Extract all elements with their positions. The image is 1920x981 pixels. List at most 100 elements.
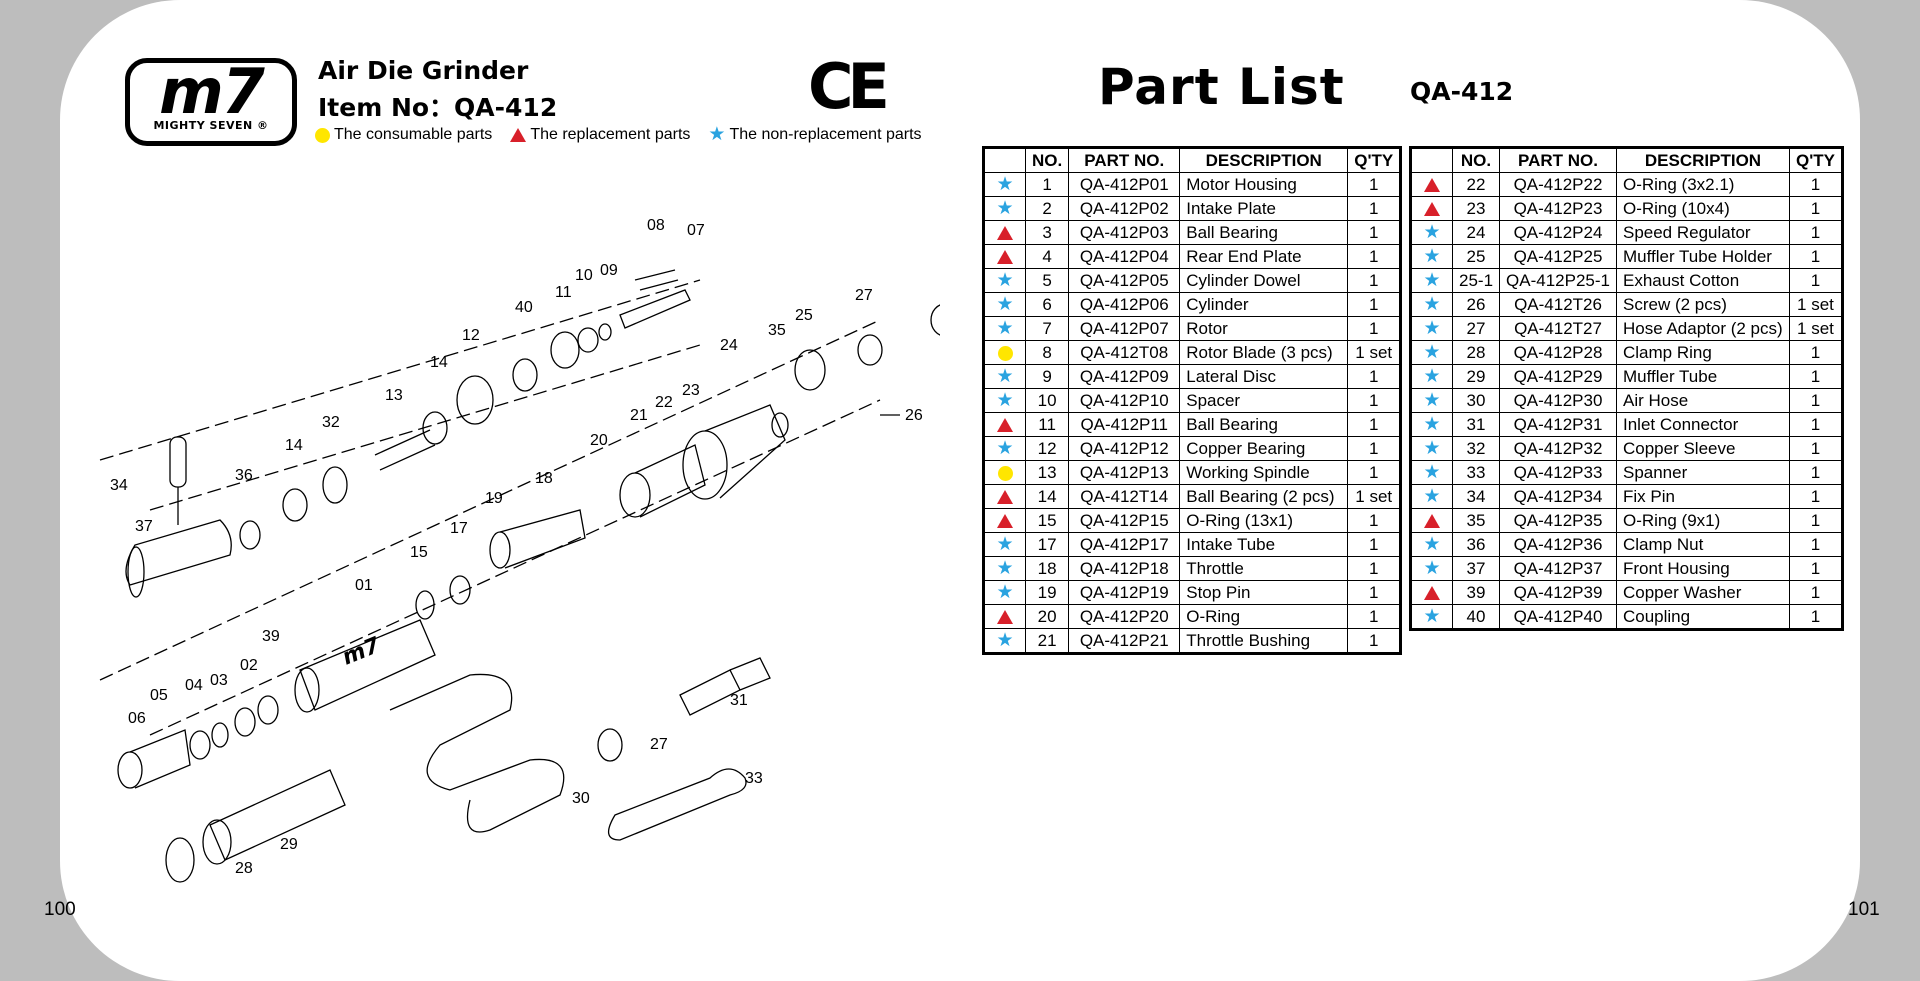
- ce-mark: CE: [808, 50, 890, 123]
- part-list-model: QA-412: [1410, 77, 1514, 106]
- cell-part-no: QA-412T08: [1068, 340, 1181, 365]
- col-no: NO.: [1451, 147, 1501, 173]
- cell-qty: 1: [1788, 244, 1843, 269]
- yellow-dot-icon: [997, 465, 1013, 481]
- cell-no: 40: [1451, 604, 1501, 630]
- cell-symbol: ★: [983, 292, 1026, 317]
- blue-star-icon: ★: [996, 438, 1014, 460]
- cell-no: 20: [1024, 604, 1070, 629]
- cell-description: Motor Housing: [1179, 172, 1349, 197]
- blue-star-icon: ★: [1423, 414, 1441, 436]
- callout-label: 36: [235, 467, 253, 484]
- callout-label: 05: [150, 687, 168, 704]
- cell-description: Clamp Ring: [1615, 340, 1790, 365]
- cell-description: Air Hose: [1615, 388, 1790, 413]
- yellow-dot-icon: [315, 127, 330, 143]
- cell-description: Spacer: [1179, 388, 1349, 413]
- cell-part-no: QA-412P28: [1499, 340, 1617, 365]
- red-triangle-icon: [1424, 586, 1440, 601]
- red-triangle-icon: [997, 226, 1013, 241]
- cell-description: Rear End Plate: [1179, 244, 1349, 269]
- cell-description: Muffler Tube: [1615, 364, 1790, 389]
- cell-symbol: ★: [983, 388, 1026, 413]
- col-description: DESCRIPTION: [1615, 147, 1790, 173]
- cell-no: 17: [1024, 532, 1070, 557]
- cell-no: 4: [1024, 244, 1070, 269]
- cell-no: 11: [1024, 412, 1070, 437]
- cell-qty: 1: [1347, 412, 1402, 437]
- cell-description: Clamp Nut: [1615, 532, 1790, 557]
- cell-qty: 1: [1347, 268, 1402, 293]
- callout-label: 14: [430, 354, 448, 371]
- cell-part-no: QA-412P21: [1068, 628, 1181, 654]
- cell-part-no: QA-412P32: [1499, 436, 1617, 461]
- blue-star-icon: ★: [1423, 486, 1441, 508]
- blue-star-icon: ★: [996, 294, 1014, 316]
- cell-symbol: [983, 244, 1026, 269]
- blue-star-icon: ★: [996, 390, 1014, 412]
- cell-no: 29: [1451, 364, 1501, 389]
- blue-star-icon: ★: [1423, 366, 1441, 388]
- cell-description: Coupling: [1615, 604, 1790, 630]
- cell-description: Speed Regulator: [1615, 220, 1790, 245]
- blue-star-icon: ★: [996, 198, 1014, 220]
- callout-label: 40: [515, 299, 533, 316]
- callout-label: 18: [535, 470, 553, 487]
- callout-label: 28: [235, 860, 253, 877]
- blue-star-icon: ★: [1423, 390, 1441, 412]
- col-description: DESCRIPTION: [1179, 147, 1349, 173]
- cell-description: Muffler Tube Holder: [1615, 244, 1790, 269]
- cell-part-no: QA-412P05: [1068, 268, 1181, 293]
- cell-description: Inlet Connector: [1615, 412, 1790, 437]
- callout-label: 39: [262, 628, 280, 645]
- cell-description: O-Ring: [1179, 604, 1349, 629]
- cell-part-no: QA-412P30: [1499, 388, 1617, 413]
- callout-label: 35: [768, 322, 786, 339]
- callout-label: 37: [135, 518, 153, 535]
- page-number-right: 101: [1848, 899, 1880, 920]
- cell-description: Throttle: [1179, 556, 1349, 581]
- cell-no: 5: [1024, 268, 1070, 293]
- cell-qty: 1: [1347, 436, 1402, 461]
- part-list-title: Part List: [1098, 58, 1345, 116]
- cell-qty: 1: [1347, 580, 1402, 605]
- cell-qty: 1: [1347, 604, 1402, 629]
- cell-qty: 1: [1788, 460, 1843, 485]
- callout-label: 19: [485, 490, 503, 507]
- blue-star-icon: ★: [996, 270, 1014, 292]
- callout-label: 06: [128, 710, 146, 727]
- cell-part-no: QA-412P07: [1068, 316, 1181, 341]
- cell-symbol: ★: [1410, 556, 1453, 581]
- red-triangle-icon: [510, 128, 527, 142]
- cell-qty: 1: [1347, 532, 1402, 557]
- cell-symbol: [983, 340, 1026, 365]
- page-number-left: 100: [44, 899, 76, 920]
- red-triangle-icon: [1424, 202, 1440, 217]
- cell-description: Cylinder Dowel: [1179, 268, 1349, 293]
- col-qty: Q'TY: [1347, 147, 1402, 173]
- housing-logo: m7: [339, 633, 384, 671]
- cell-symbol: ★: [983, 364, 1026, 389]
- logo-brand: MIGHTY SEVEN ®: [153, 119, 269, 132]
- cell-part-no: QA-412P12: [1068, 436, 1181, 461]
- table-header-row: NO. PART NO. DESCRIPTION Q'TY: [1410, 147, 1843, 173]
- callout-label: 24: [720, 337, 738, 354]
- cell-no: 33: [1451, 460, 1501, 485]
- callout-label: 22: [655, 394, 673, 411]
- cell-description: Exhaust Cotton: [1615, 268, 1790, 293]
- col-part-no: PART NO.: [1499, 147, 1617, 173]
- cell-no: 7: [1024, 316, 1070, 341]
